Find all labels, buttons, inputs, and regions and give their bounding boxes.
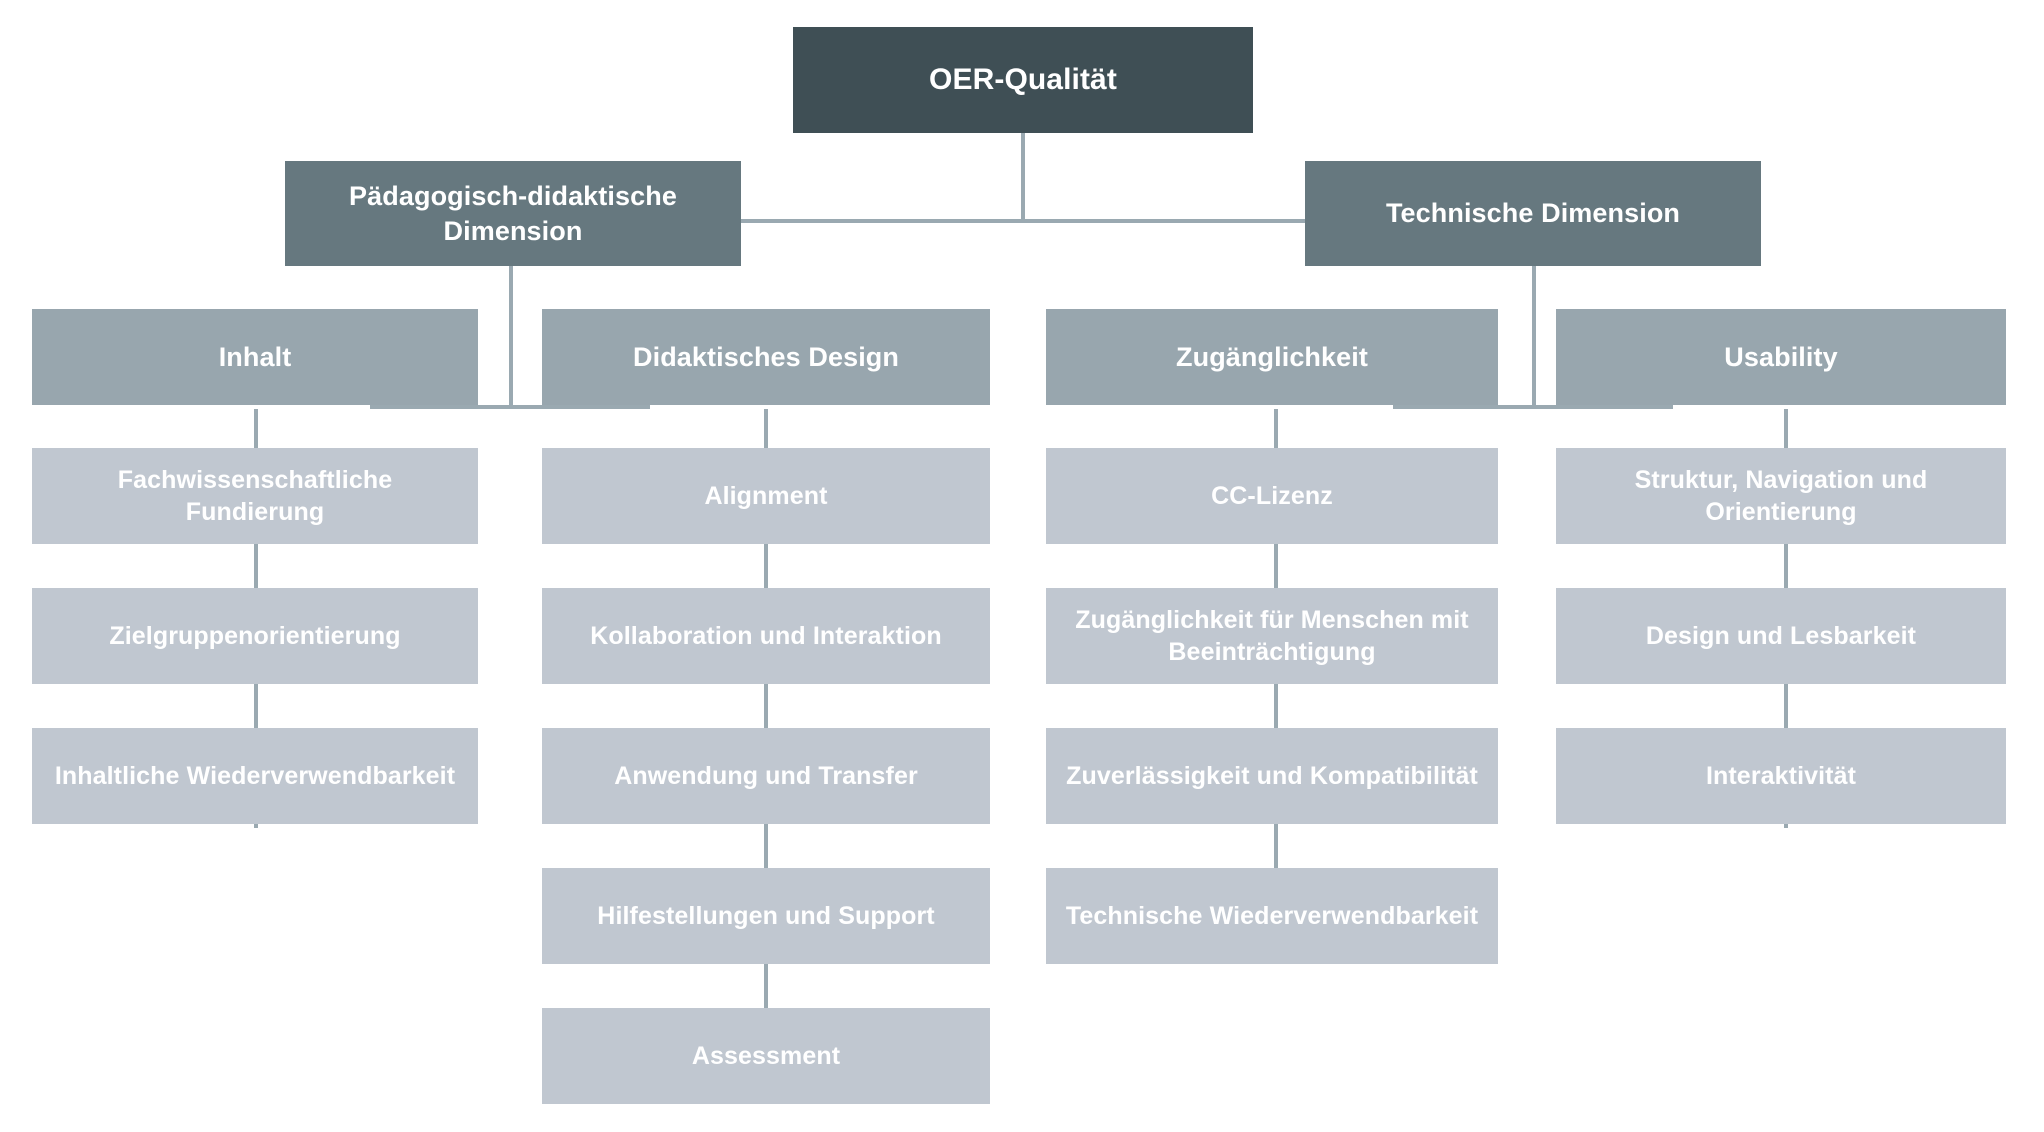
node-criterion-inhaltliche-wiederverwendbarkeit-label: Inhaltliche Wiederverwendbarkeit: [54, 762, 456, 790]
node-criterion-fachwissenschaftliche-fundierung-label: Fachwissenschaftliche Fundierung: [117, 466, 393, 526]
node-criterion-zugaenglichkeit-fuer-menschen-mit-beeintraechtigung[interactable]: Zugänglichkeit für Menschen mit Beeinträ…: [1046, 588, 1498, 684]
node-criterion-fachwissenschaftliche-fundierung[interactable]: Fachwissenschaftliche Fundierung: [32, 448, 478, 544]
node-criterion-assessment-label: Assessment: [691, 1042, 841, 1070]
node-criterion-cc-lizenz-label: CC-Lizenz: [1211, 482, 1333, 510]
connector-paed-vertical: [509, 266, 513, 409]
node-criterion-interaktivitaet[interactable]: Interaktivität: [1556, 728, 2006, 824]
node-criterion-zuverlaessigkeit-und-kompatibilitaet-label: Zuverlässigkeit und Kompatibilität: [1066, 762, 1478, 790]
node-criterion-hilfestellungen-und-support-label: Hilfestellungen und Support: [597, 902, 935, 930]
node-dimension-technische-label: Technische Dimension: [1385, 198, 1681, 229]
node-criterion-cc-lizenz[interactable]: CC-Lizenz: [1046, 448, 1498, 544]
node-criterion-struktur-navigation-und-orientierung[interactable]: Struktur, Navigation und Orientierung: [1556, 448, 2006, 544]
node-criterion-technische-wiederverwendbarkeit-label: Technische Wiederverwendbarkeit: [1065, 902, 1479, 930]
node-category-zugaenglichkeit[interactable]: Zugänglichkeit: [1046, 309, 1498, 405]
node-criterion-zielgruppenorientierung-label: Zielgruppenorientierung: [109, 622, 401, 650]
node-criterion-design-und-lesbarkeit-label: Design und Lesbarkeit: [1645, 622, 1917, 650]
node-root-label: OER-Qualität: [929, 62, 1117, 96]
node-category-usability-label: Usability: [1724, 341, 1838, 372]
node-category-zugaenglichkeit-label: Zugänglichkeit: [1176, 341, 1368, 372]
connector-tech-horizontal: [1393, 405, 1673, 409]
node-criterion-kollaboration-und-interaktion-label: Kollaboration und Interaktion: [590, 622, 942, 650]
node-dimension-paedagogisch-didaktisch-label: Pädagogisch-didaktische Dimension: [349, 180, 677, 246]
node-criterion-interaktivitaet-label: Interaktivität: [1705, 762, 1857, 790]
node-criterion-hilfestellungen-und-support[interactable]: Hilfestellungen und Support: [542, 868, 990, 964]
node-criterion-kollaboration-und-interaktion[interactable]: Kollaboration und Interaktion: [542, 588, 990, 684]
node-category-inhalt-label: Inhalt: [218, 341, 292, 372]
node-criterion-design-und-lesbarkeit[interactable]: Design und Lesbarkeit: [1556, 588, 2006, 684]
connector-root-vertical: [1021, 133, 1025, 221]
node-criterion-struktur-navigation-und-orientierung-label: Struktur, Navigation und Orientierung: [1634, 466, 1928, 526]
node-root-oer-qualitaet[interactable]: OER-Qualität: [793, 27, 1253, 133]
connector-root-horizontal: [733, 219, 1313, 223]
node-category-usability[interactable]: Usability: [1556, 309, 2006, 405]
node-category-didaktisches-design-label: Didaktisches Design: [633, 341, 899, 372]
node-criterion-assessment[interactable]: Assessment: [542, 1008, 990, 1104]
node-criterion-zuverlaessigkeit-und-kompatibilitaet[interactable]: Zuverlässigkeit und Kompatibilität: [1046, 728, 1498, 824]
connector-col3-vertical: [1274, 409, 1278, 963]
connector-paed-horizontal: [370, 405, 650, 409]
node-dimension-paedagogisch-didaktisch[interactable]: Pädagogisch-didaktische Dimension: [285, 161, 741, 266]
node-criterion-alignment[interactable]: Alignment: [542, 448, 990, 544]
node-criterion-inhaltliche-wiederverwendbarkeit[interactable]: Inhaltliche Wiederverwendbarkeit: [32, 728, 478, 824]
connector-tech-vertical: [1532, 266, 1536, 409]
node-category-didaktisches-design[interactable]: Didaktisches Design: [542, 309, 990, 405]
node-criterion-technische-wiederverwendbarkeit[interactable]: Technische Wiederverwendbarkeit: [1046, 868, 1498, 964]
node-criterion-alignment-label: Alignment: [704, 482, 828, 510]
node-criterion-zielgruppenorientierung[interactable]: Zielgruppenorientierung: [32, 588, 478, 684]
node-criterion-anwendung-und-transfer-label: Anwendung und Transfer: [614, 762, 918, 790]
node-criterion-zugaenglichkeit-fuer-menschen-mit-beeintraechtigung-label: Zugänglichkeit für Menschen mit Beeinträ…: [1075, 606, 1469, 666]
node-criterion-anwendung-und-transfer[interactable]: Anwendung und Transfer: [542, 728, 990, 824]
node-dimension-technische[interactable]: Technische Dimension: [1305, 161, 1761, 266]
node-category-inhalt[interactable]: Inhalt: [32, 309, 478, 405]
